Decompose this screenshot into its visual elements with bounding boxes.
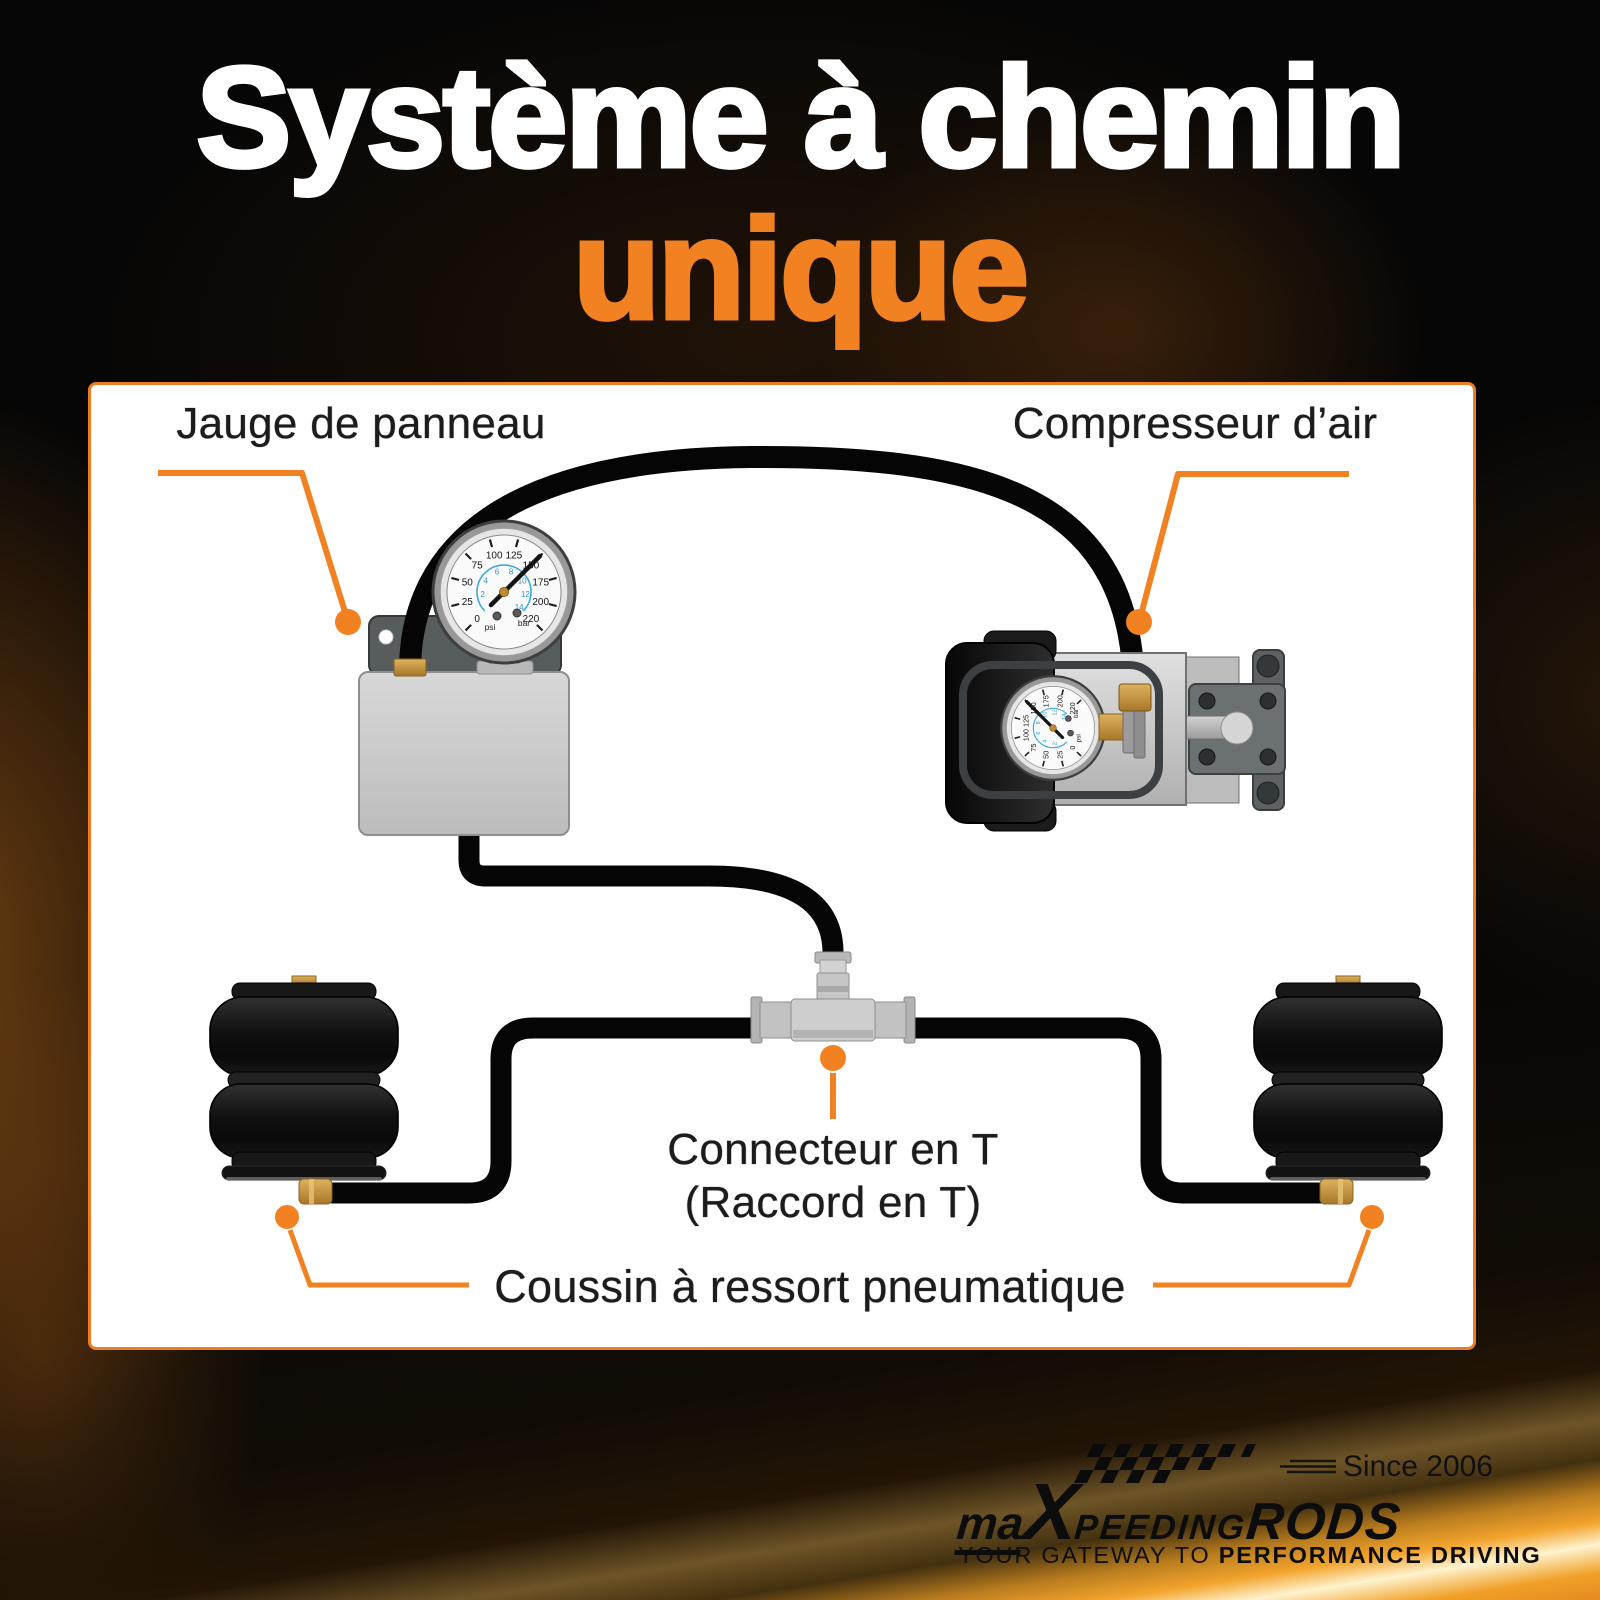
pointer-dots (275, 609, 1384, 1229)
compressor-screws (1198, 692, 1277, 766)
air-spring-right (1253, 975, 1443, 1205)
compressor-air-fitting (1118, 683, 1152, 712)
label-air-spring: Coussin à ressort pneumatique (494, 1261, 1126, 1312)
label-air-compressor: Compresseur d’air (1012, 399, 1378, 448)
panel-gauge-device-front (358, 521, 575, 836)
label-t-connector-line2: (Raccord en T) (684, 1178, 982, 1227)
air-compressor-device (945, 630, 1286, 832)
air-line-gauge-to-tee (458, 820, 844, 976)
title-line-2: unique (571, 190, 1031, 349)
pointer-dot (1126, 609, 1152, 635)
speed-lines-icon (1279, 1459, 1336, 1474)
leader-panel-gauge (158, 470, 349, 616)
pointer-dot (275, 1205, 299, 1229)
label-panel-gauge: Jauge de panneau (176, 399, 546, 448)
maxpeedingrods-logo: Since 2006 maXPEEDINGRODS YOUR GATEWAY T… (954, 1436, 1540, 1576)
t-connector (750, 951, 916, 1044)
compressor-clamp-handle (959, 661, 1163, 799)
since-text: Since 2006 (1342, 1450, 1493, 1483)
pointer-dot (335, 609, 361, 635)
air-spring-left (209, 975, 399, 1205)
since-badge: Since 2006 (1276, 1450, 1493, 1484)
tagline-bold: PERFORMANCE DRIVING (1218, 1542, 1542, 1568)
compressor-piston-end (1220, 711, 1254, 745)
tagline-regular: YOUR GATEWAY TO (958, 1542, 1219, 1568)
pointer-dot (820, 1045, 846, 1071)
label-t-connector: Connecteur en T (Raccord en T) (619, 1123, 1047, 1229)
leader-compressor (1138, 471, 1349, 616)
label-t-connector-line1: Connecteur en T (667, 1125, 999, 1174)
leader-spring-right (1153, 1229, 1372, 1288)
brand-tagline: YOUR GATEWAY TO PERFORMANCE DRIVING (958, 1542, 1542, 1569)
page-title: Système à chemin unique (0, 38, 1600, 349)
leader-lines (158, 470, 1372, 1288)
leader-spring-left (287, 1229, 469, 1288)
checkered-flag-icon (1074, 1444, 1257, 1483)
title-line-1: Système à chemin (194, 38, 1408, 197)
air-system-diagram: 0 25 50 75 100 125 150 175 200 220 2 (158, 445, 1443, 1288)
pointer-dot (1360, 1205, 1384, 1229)
diagram-panel: 0 25 50 75 100 125 150 175 200 220 2 (88, 382, 1476, 1350)
